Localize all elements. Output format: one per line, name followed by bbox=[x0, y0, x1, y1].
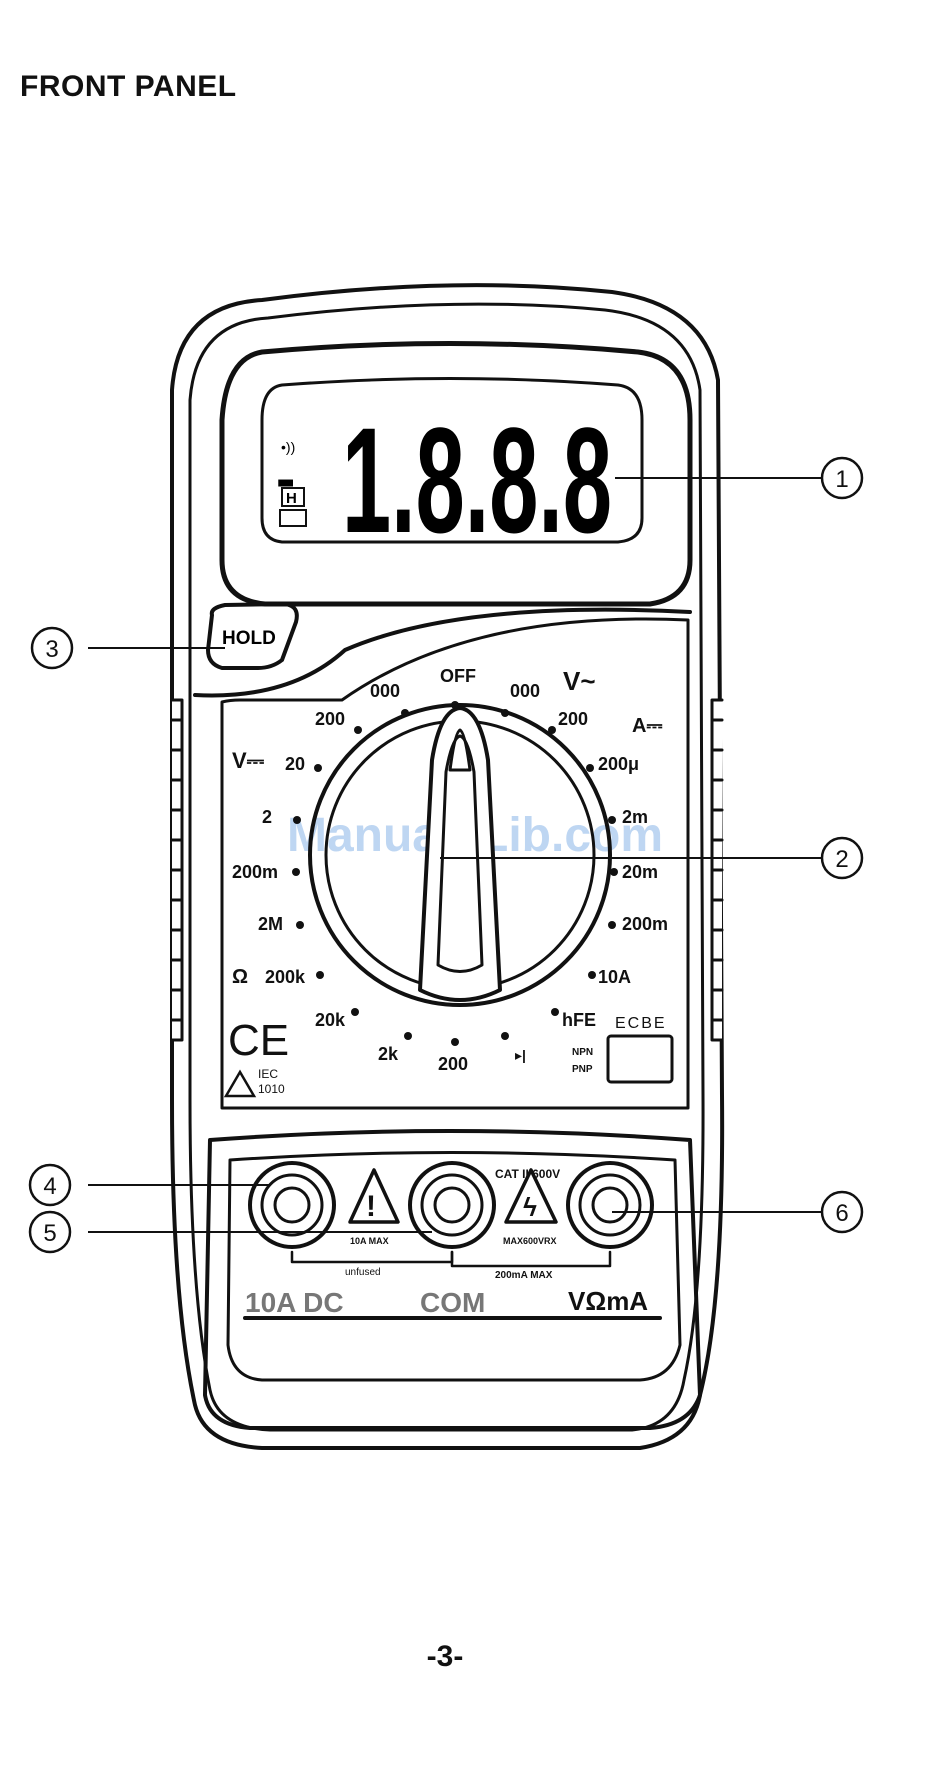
dial-label: 200 bbox=[315, 709, 345, 729]
terminal-label-10a: 10A DC bbox=[245, 1287, 344, 1318]
dial-label: 200 bbox=[438, 1054, 468, 1074]
dc-volt-icon: V⎓ bbox=[232, 748, 265, 773]
callout-number: 3 bbox=[45, 636, 58, 663]
dc-amp-icon: A⎓ bbox=[632, 715, 662, 737]
callout-number: 5 bbox=[43, 1220, 56, 1247]
terminal-label-vohm: VΩmA bbox=[568, 1286, 648, 1316]
battery-icon bbox=[280, 510, 306, 526]
right-max-label: MAX600VRX bbox=[503, 1236, 557, 1246]
dial-label: 2m bbox=[622, 807, 648, 827]
dial-label: 200μ bbox=[598, 754, 639, 774]
callout-number: 4 bbox=[43, 1173, 56, 1200]
callout-2: 2 bbox=[822, 838, 862, 878]
dial-label: 2 bbox=[262, 807, 272, 827]
jack-10a bbox=[250, 1163, 334, 1247]
dial-label: 000 bbox=[370, 681, 400, 701]
lcd-reading: 1.8.8.8 bbox=[342, 396, 612, 564]
pnp-label: PNP bbox=[572, 1064, 593, 1075]
ac-volt-icon: V~ bbox=[563, 666, 596, 696]
dial-label: 000 bbox=[510, 681, 540, 701]
hfe-socket-label: ECBE bbox=[615, 1015, 667, 1032]
callout-number: 2 bbox=[835, 846, 848, 873]
callout-number: 1 bbox=[835, 466, 848, 493]
left-grip-ridges bbox=[172, 700, 182, 1040]
callout-4: 4 bbox=[30, 1165, 70, 1205]
dial-label: 200m bbox=[232, 862, 278, 882]
dial-label: 20k bbox=[315, 1010, 346, 1030]
dial-label: 2k bbox=[378, 1044, 399, 1064]
dial-label: 20m bbox=[622, 862, 658, 882]
terminal-label-com: COM bbox=[420, 1287, 485, 1318]
right-current-label: 200mA MAX bbox=[495, 1270, 553, 1281]
hold-button-label: HOLD bbox=[222, 628, 276, 649]
warning-exclaim: ! bbox=[366, 1190, 376, 1223]
right-grip-ridges bbox=[712, 700, 722, 1040]
jack-com bbox=[410, 1163, 494, 1247]
dial-label-off: OFF bbox=[440, 666, 476, 686]
dial-label: 10A bbox=[598, 967, 631, 987]
dial-label: 200 bbox=[558, 709, 588, 729]
ohm-icon: Ω bbox=[232, 966, 248, 988]
jack-bracket-right bbox=[452, 1252, 610, 1266]
iec-number: 1010 bbox=[258, 1082, 285, 1096]
callout-number: 6 bbox=[835, 1200, 848, 1227]
callout-3: 3 bbox=[32, 628, 72, 668]
diode-icon: ▸| bbox=[515, 1047, 526, 1063]
npn-label: NPN bbox=[572, 1047, 593, 1058]
dial-label-hfe: hFE bbox=[562, 1010, 596, 1030]
hfe-socket bbox=[608, 1036, 672, 1082]
dial-label: 200k bbox=[265, 967, 306, 987]
cat-rating: CAT II 600V bbox=[495, 1167, 560, 1181]
dial-label: 2M bbox=[258, 914, 283, 934]
callout-5: 5 bbox=[30, 1212, 70, 1252]
lcd-digits: 1.8.8.8 - •)) H bbox=[276, 396, 612, 564]
dial-label: 200m bbox=[622, 914, 668, 934]
jack-bracket-left bbox=[292, 1252, 452, 1262]
callout-6: 6 bbox=[822, 1192, 862, 1232]
hold-indicator: H bbox=[286, 490, 297, 507]
left-max-label: 10A MAX bbox=[350, 1236, 389, 1246]
ce-mark-icon: CE bbox=[228, 1016, 289, 1065]
callout-1: 1 bbox=[822, 458, 862, 498]
iec-label: IEC bbox=[258, 1067, 278, 1081]
rotary-knob-pointer bbox=[420, 708, 500, 1000]
warning-small-icon bbox=[226, 1072, 254, 1096]
jack-vohm bbox=[568, 1163, 652, 1247]
lightning-glyph: ϟ bbox=[523, 1192, 537, 1222]
unfused-label: unfused bbox=[345, 1267, 381, 1278]
dial-label: 20 bbox=[285, 754, 305, 774]
sound-wave-icon: •)) bbox=[281, 439, 295, 455]
